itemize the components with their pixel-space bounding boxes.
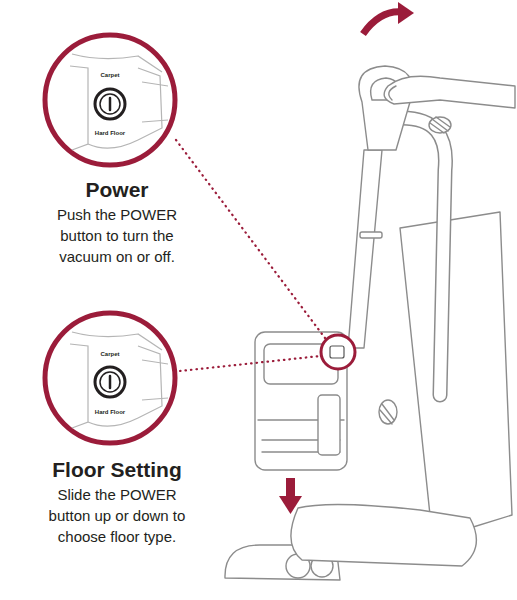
wand — [348, 150, 382, 348]
press-arrow — [286, 478, 295, 498]
lift-arrow — [363, 12, 402, 34]
instruction-text: Slide the POWER button up or down to cho… — [42, 484, 192, 547]
section-heading: Power — [17, 178, 217, 202]
floor-mark: Hard Floor — [42, 409, 178, 415]
floor-mark: Carpet — [42, 351, 178, 357]
leader-line — [176, 140, 325, 338]
foot — [291, 504, 477, 566]
arm — [384, 76, 515, 108]
leg — [400, 212, 512, 528]
section-heading: Floor Setting — [17, 458, 217, 482]
callout-circle — [42, 32, 178, 168]
lift-arrowhead — [398, 2, 414, 24]
press-arrowhead — [279, 496, 302, 514]
leader-line — [180, 356, 320, 371]
callout-circle — [42, 310, 178, 446]
detail-marker — [321, 335, 355, 369]
callout-circle: CarpetHard Floor — [42, 32, 178, 168]
instruction-text: Push the POWER button to turn the vacuum… — [42, 204, 192, 267]
callout-circle: CarpetHard Floor — [42, 310, 178, 446]
floor-mark: Carpet — [42, 72, 178, 78]
floor-mark: Hard Floor — [42, 130, 178, 136]
